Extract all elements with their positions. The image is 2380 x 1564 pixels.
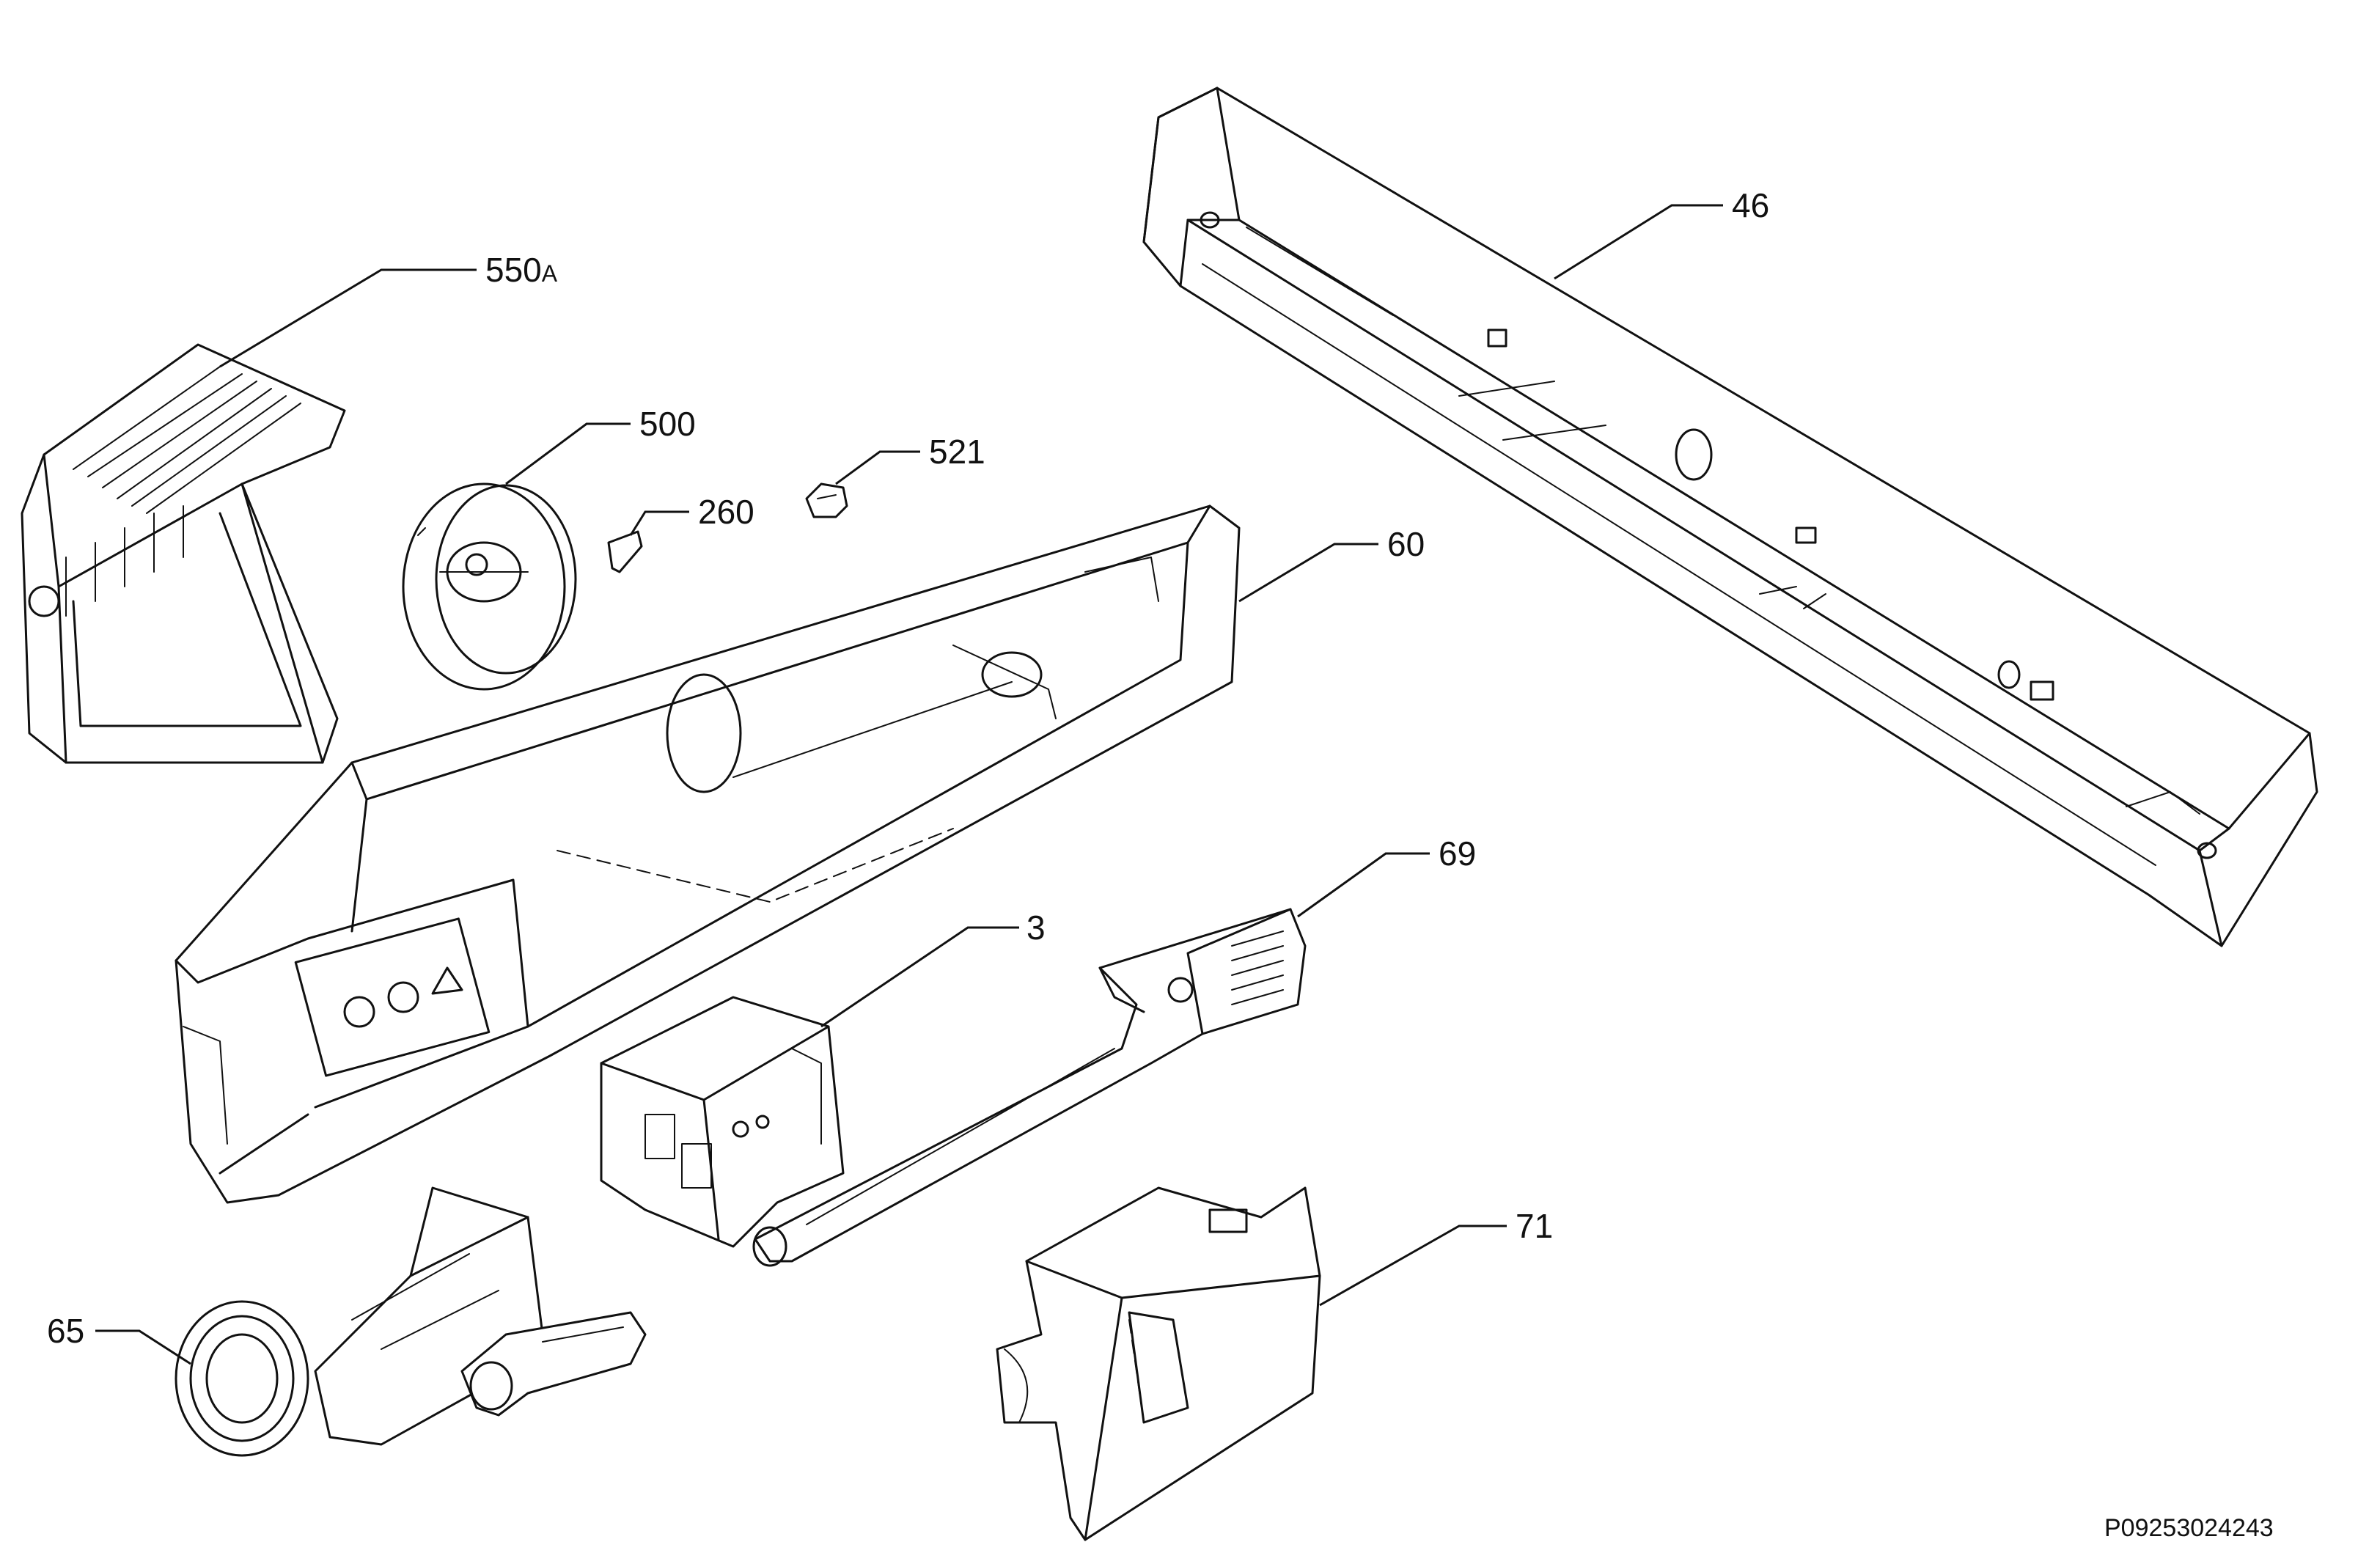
callout-69: 69 <box>1439 834 1476 873</box>
part-3-thermostat <box>600 996 845 1248</box>
callout-521: 521 <box>929 433 985 471</box>
part-46-top-rail <box>1142 87 2318 947</box>
leader-60 <box>1238 543 1378 603</box>
callout-550a: 550A <box>485 251 558 289</box>
leader-71 <box>1319 1225 1507 1307</box>
callout-550a-suffix: A <box>542 260 558 287</box>
callout-550a-number: 550 <box>485 251 542 289</box>
leader-550a <box>219 268 477 368</box>
part-65-lamp-assembly <box>175 1186 647 1457</box>
leader-521 <box>835 450 920 485</box>
callout-3: 3 <box>1026 908 1046 947</box>
part-521-clip <box>805 482 848 518</box>
part-69-lever <box>752 908 1307 1267</box>
callout-65: 65 <box>47 1312 84 1350</box>
part-500-knob <box>402 482 577 691</box>
leader-lines <box>95 204 1723 1365</box>
leader-69 <box>1297 852 1430 918</box>
drawing-number: P09253024243 <box>2104 1514 2274 1542</box>
callout-260: 260 <box>698 493 754 531</box>
leader-3 <box>820 926 1019 1028</box>
part-60-control-housing <box>175 504 1241 1204</box>
part-71-bracket <box>996 1186 1321 1541</box>
callout-46: 46 <box>1732 186 1769 224</box>
callout-500: 500 <box>639 405 696 443</box>
part-260-pin <box>607 530 643 573</box>
leader-260 <box>629 510 689 536</box>
leader-46 <box>1554 204 1723 280</box>
callout-60: 60 <box>1387 525 1425 563</box>
part-550a-grille-cover <box>21 343 346 764</box>
callout-71: 71 <box>1516 1207 1553 1245</box>
leader-65 <box>95 1329 191 1365</box>
leader-500 <box>505 422 631 485</box>
callout-labels: 46 550A 500 521 260 60 69 3 71 65 <box>47 186 1769 1350</box>
